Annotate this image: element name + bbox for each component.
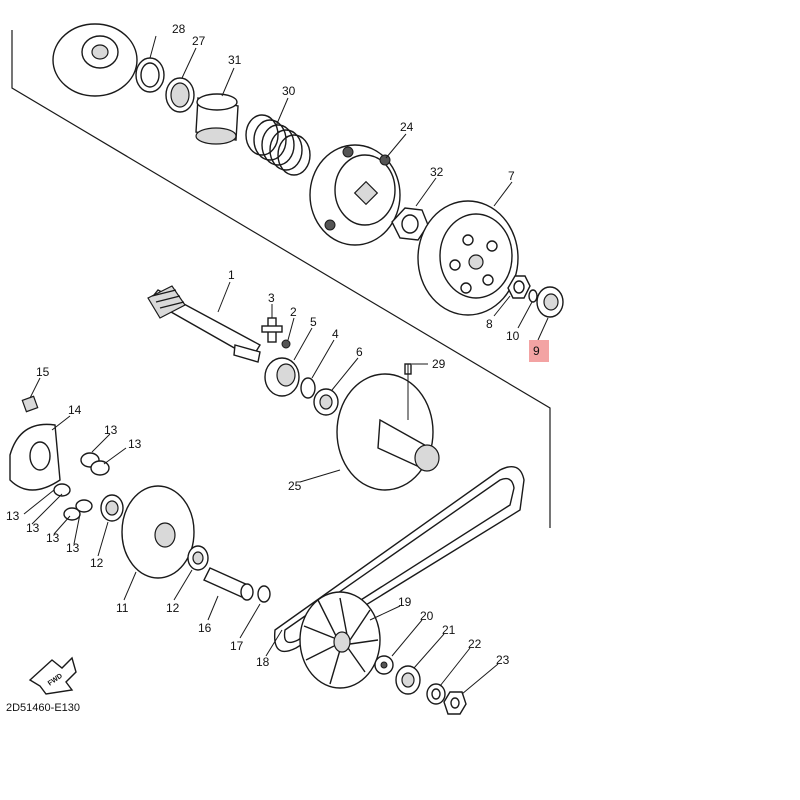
callout-30: 30 xyxy=(282,84,296,98)
callout-21: 21 xyxy=(442,623,456,637)
callout-12b: 12 xyxy=(166,601,180,615)
callout-29: 29 xyxy=(432,357,446,371)
part-12-seal-upper xyxy=(100,494,124,522)
part-28-clutch-housing xyxy=(52,23,138,97)
part-27-ring xyxy=(165,77,195,113)
callout-18: 18 xyxy=(256,655,270,669)
part-20-gear xyxy=(374,655,394,675)
part-23-nut xyxy=(443,691,467,715)
part-28-ring xyxy=(135,57,165,93)
callout-13e: 13 xyxy=(46,531,60,545)
callout-15: 15 xyxy=(36,365,50,379)
part-7-clutch-bell xyxy=(417,200,519,316)
callout-16: 16 xyxy=(198,621,212,635)
callout-13f: 13 xyxy=(66,541,80,555)
part-14-ramp-plate xyxy=(9,423,61,491)
callout-25: 25 xyxy=(288,479,302,493)
callout-31: 31 xyxy=(228,53,242,67)
callout-19: 19 xyxy=(398,595,412,609)
part-13-rollers xyxy=(53,452,110,521)
callout-17: 17 xyxy=(230,639,244,653)
part-17-washer xyxy=(257,585,271,603)
callout-13d: 13 xyxy=(26,521,40,535)
part-31-collar xyxy=(195,93,239,145)
part-3-bolt xyxy=(261,317,283,343)
callout-labels: 28 27 31 30 24 32 7 1 3 2 5 4 6 8 10 9 2… xyxy=(6,22,540,669)
highlight-part-9 xyxy=(529,340,549,362)
part-9-bearing xyxy=(536,286,564,318)
part-18-belt xyxy=(273,466,525,653)
callout-8: 8 xyxy=(486,317,493,331)
callout-6: 6 xyxy=(356,345,363,359)
callout-13a: 13 xyxy=(104,423,118,437)
part-22-washer xyxy=(426,683,446,705)
callout-1: 1 xyxy=(228,268,235,282)
diagram-code-text: 2D51460-E130 xyxy=(6,702,80,714)
callout-7: 7 xyxy=(508,169,515,183)
part-4-circlip xyxy=(300,377,316,399)
leader-lines xyxy=(23,35,549,695)
part-12-seal-lower xyxy=(187,545,209,571)
part-2-pin xyxy=(281,339,291,349)
diagram-code: 2D51460-E130 xyxy=(6,702,80,714)
callout-13b: 13 xyxy=(128,437,142,451)
part-11-movable-sheave xyxy=(121,485,195,579)
callout-23: 23 xyxy=(496,653,510,667)
part-10-washer xyxy=(528,289,538,303)
callout-11: 11 xyxy=(116,601,129,615)
callout-13c: 13 xyxy=(6,509,20,523)
part-15-clip xyxy=(21,395,39,413)
callout-28: 28 xyxy=(172,22,186,36)
callout-3: 3 xyxy=(268,291,275,305)
callout-27: 27 xyxy=(192,34,206,48)
callout-10: 10 xyxy=(506,329,520,343)
part-5-seal xyxy=(264,357,300,397)
callout-24: 24 xyxy=(400,120,414,134)
callout-20: 20 xyxy=(420,609,434,623)
part-24-clutch-carrier xyxy=(309,144,401,246)
frame-lines xyxy=(11,30,551,528)
fwd-arrow-icon: FWD xyxy=(28,656,77,695)
callout-32: 32 xyxy=(430,165,444,179)
part-32-nut xyxy=(391,207,429,241)
callout-12a: 12 xyxy=(90,556,104,570)
part-30-spring xyxy=(245,114,311,176)
callout-22: 22 xyxy=(468,637,482,651)
part-25-fixed-sheave xyxy=(336,373,440,491)
part-8-nut xyxy=(507,275,531,299)
part-16-collar xyxy=(203,567,254,601)
callout-14: 14 xyxy=(68,403,82,417)
part-1-shaft xyxy=(147,285,261,363)
part-19-cooling-fan xyxy=(299,591,381,689)
part-6-bearing xyxy=(313,388,339,416)
callout-4: 4 xyxy=(332,327,339,341)
part-21-nut xyxy=(395,665,421,695)
callout-9: 9 xyxy=(533,344,540,358)
callout-2: 2 xyxy=(290,305,297,319)
callout-5: 5 xyxy=(310,315,317,329)
